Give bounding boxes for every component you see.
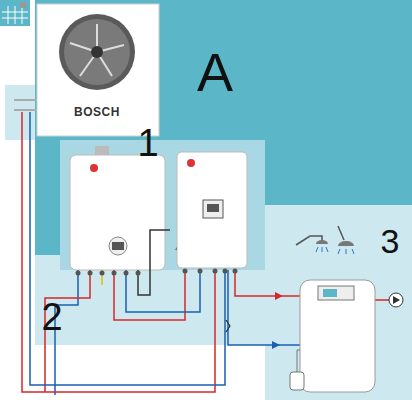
unit-badge: BOSCH [71, 104, 123, 120]
callout-number: 2 [41, 298, 62, 336]
callout-number: A [197, 45, 233, 99]
indoor-unit [177, 152, 247, 268]
region-3 [265, 205, 412, 400]
brand-text: BOSCH [74, 105, 120, 119]
callout-number: 1 [137, 124, 158, 162]
house-icon [0, 0, 30, 26]
region-1 [60, 140, 265, 270]
hot-water-tank [300, 280, 375, 392]
heat-pump-unit [37, 4, 159, 136]
callout-number: 3 [381, 224, 400, 258]
expansion-vessel [290, 372, 304, 390]
